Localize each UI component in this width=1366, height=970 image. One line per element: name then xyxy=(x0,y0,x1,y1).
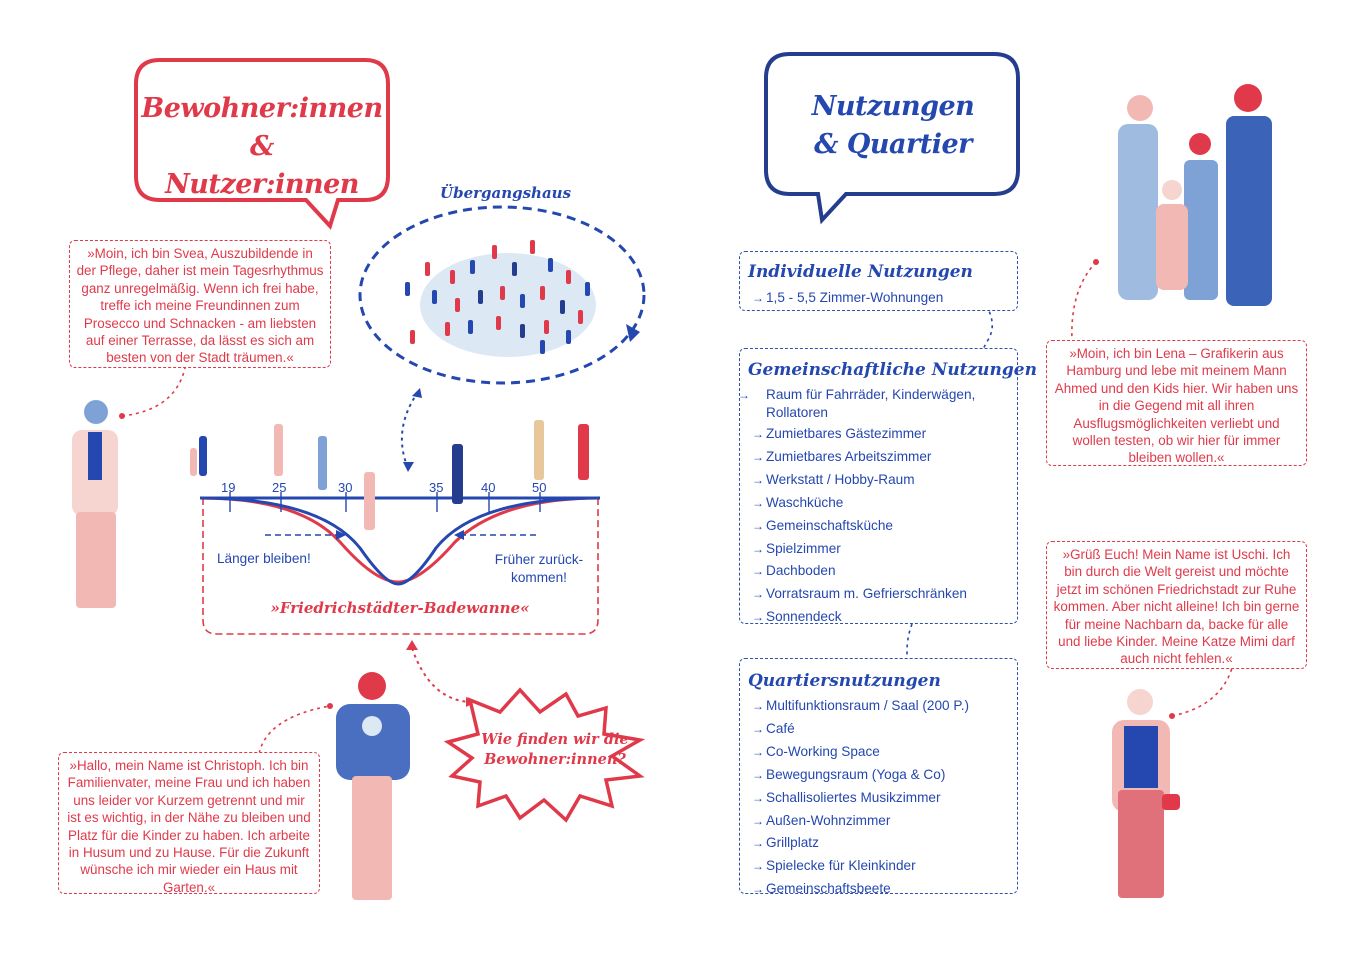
list-item: →Grillplatz xyxy=(752,832,969,855)
individual-to-shared xyxy=(977,293,994,373)
burst-text: Wie finden wir die Bewohner:innen? xyxy=(470,730,640,770)
uschi-figure xyxy=(1112,689,1180,898)
tick-label-50: 50 xyxy=(532,480,547,495)
right-title-line2: & Quartier xyxy=(814,129,972,160)
list-item: →Zumietbares Gästezimmer xyxy=(752,423,1006,446)
list-item: →Gemeinschaftsküche xyxy=(752,515,1006,538)
individual-uses-list: →1,5 - 5,5 Zimmer-Wohnungen xyxy=(752,287,943,310)
list-item: →Bewegungsraum (Yoga & Co) xyxy=(752,764,969,787)
return-earlier-line2: kommen! xyxy=(511,570,567,585)
svea-connector xyxy=(121,367,186,417)
arrow-icon: → xyxy=(752,721,764,736)
return-earlier-line1: Früher zurück- xyxy=(494,552,584,567)
age-figures xyxy=(190,420,589,530)
christoph-figure xyxy=(336,672,410,900)
family-figure xyxy=(1118,84,1272,306)
lena-connector xyxy=(1071,261,1097,341)
tick-label-30: 30 xyxy=(338,480,353,495)
red-curve xyxy=(199,496,601,584)
arrow-icon: → xyxy=(752,541,764,556)
list-item: →Außen-Wohnzimmer xyxy=(752,810,969,833)
arrow-icon: → xyxy=(752,449,764,464)
list-item: →1,5 - 5,5 Zimmer-Wohnungen xyxy=(752,287,943,310)
list-item: →Werkstatt / Hobby-Raum xyxy=(752,469,1006,492)
district-uses-title: Quartiersnutzungen xyxy=(748,671,941,691)
shared-uses-box: Gemeinschaftliche Nutzungen →Raum für Fa… xyxy=(738,348,1037,624)
list-item: →Spielecke für Kleinkinder xyxy=(752,855,969,878)
list-item: →Zumietbares Arbeitszimmer xyxy=(752,446,1006,469)
list-item: →Vorratsraum m. Gefrierschränken xyxy=(752,583,1006,606)
arrow-icon: → xyxy=(752,699,764,713)
district-uses-box: Quartiersnutzungen →Multifunktionsraum /… xyxy=(739,658,1018,896)
quote-svea: »Moin, ich bin Svea, Auszubildende in de… xyxy=(69,240,331,368)
list-item: →Multifunktionsraum / Saal (200 P.) xyxy=(752,695,969,718)
individual-uses-box: Individuelle Nutzungen →1,5 - 5,5 Zimmer… xyxy=(739,251,1018,311)
arrow-icon: → xyxy=(752,767,764,782)
arrow-icon: → xyxy=(752,427,764,441)
quote-uschi: »Grüß Euch! Mein Name ist Uschi. Ich bin… xyxy=(1046,541,1307,669)
arrow-icon: → xyxy=(752,291,764,305)
shared-uses-list: →Raum für Fahrräder, Kinderwägen, Rollat… xyxy=(738,383,1006,629)
tick-label-19: 19 xyxy=(221,480,236,495)
transition-ellipse xyxy=(358,205,646,385)
christoph-connector xyxy=(257,705,331,761)
arrow-icon: → xyxy=(752,610,764,625)
quote-lena: »Moin, ich bin Lena – Grafikerin aus Ham… xyxy=(1046,340,1307,466)
right-title: Nutzungen & Quartier xyxy=(770,88,1016,164)
blue-curve xyxy=(199,496,601,586)
arrow-icon: → xyxy=(752,564,764,579)
left-title-line2: Nutzer:innen xyxy=(165,169,359,200)
transition-house-label: Übergangshaus xyxy=(440,184,572,202)
ellipse-to-chart-arrow xyxy=(400,391,419,469)
tick-label-40: 40 xyxy=(481,480,496,495)
burst-text-line1: Wie finden wir die xyxy=(481,731,629,748)
left-title: Bewohner:innen & Nutzer:innen xyxy=(140,90,384,204)
bathtub-label: »Friedrichstädter-Badewanne« xyxy=(270,599,530,617)
arrow-icon: → xyxy=(752,882,764,897)
shared-uses-title: Gemeinschaftliche Nutzungen xyxy=(748,360,1037,380)
burst-shape xyxy=(443,687,646,823)
list-item: →Dachboden xyxy=(752,560,1006,583)
arrow-icon: → xyxy=(752,472,764,487)
arrow-icon: → xyxy=(752,813,764,828)
arrow-icon: → xyxy=(752,790,764,805)
list-item: →Waschküche xyxy=(752,492,1006,515)
tick-label-35: 35 xyxy=(429,480,444,495)
list-item: →Raum für Fahrräder, Kinderwägen, Rollat… xyxy=(738,387,976,420)
arrow-icon: → xyxy=(752,859,764,874)
list-item: →Schallisoliertes Musikzimmer xyxy=(752,787,969,810)
arrow-icon: → xyxy=(752,836,764,851)
arrow-icon: → xyxy=(752,744,764,759)
burst-text-line2: Bewohner:innen? xyxy=(484,751,626,768)
transition-arrowhead xyxy=(626,324,640,342)
list-item: →Café xyxy=(752,718,969,741)
arrow-icon: → xyxy=(752,518,764,533)
arrow-icon: → xyxy=(752,495,764,510)
right-speech-bubble xyxy=(764,52,1020,225)
shared-to-district xyxy=(906,623,913,683)
crowd-area xyxy=(420,253,596,357)
list-item: →Sonnendeck xyxy=(752,606,1006,629)
chart-to-burst-arrow xyxy=(411,647,471,703)
arrow-icon: → xyxy=(752,587,764,602)
stay-longer-label: Länger bleiben! xyxy=(217,551,311,566)
bathtub-frame xyxy=(202,498,599,635)
list-item: →Spielzimmer xyxy=(752,538,1006,561)
uschi-connector xyxy=(1171,667,1233,717)
return-earlier-label: Früher zurück- kommen! xyxy=(488,551,590,587)
district-uses-list: →Multifunktionsraum / Saal (200 P.) →Caf… xyxy=(752,695,969,901)
right-title-line1: Nutzungen xyxy=(811,91,975,122)
quote-christoph: »Hallo, mein Name ist Christoph. Ich bin… xyxy=(58,752,320,895)
crowd-figures xyxy=(405,240,590,354)
left-speech-bubble xyxy=(134,58,390,230)
list-item: →Gemeinschaftsbeete xyxy=(752,878,969,901)
left-title-line1: Bewohner:innen & xyxy=(141,93,383,162)
svea-figure xyxy=(72,400,118,608)
tick-label-25: 25 xyxy=(272,480,287,495)
individual-uses-title: Individuelle Nutzungen xyxy=(748,262,973,282)
arrow-icon: → xyxy=(738,388,750,402)
list-item: →Co-Working Space xyxy=(752,741,969,764)
